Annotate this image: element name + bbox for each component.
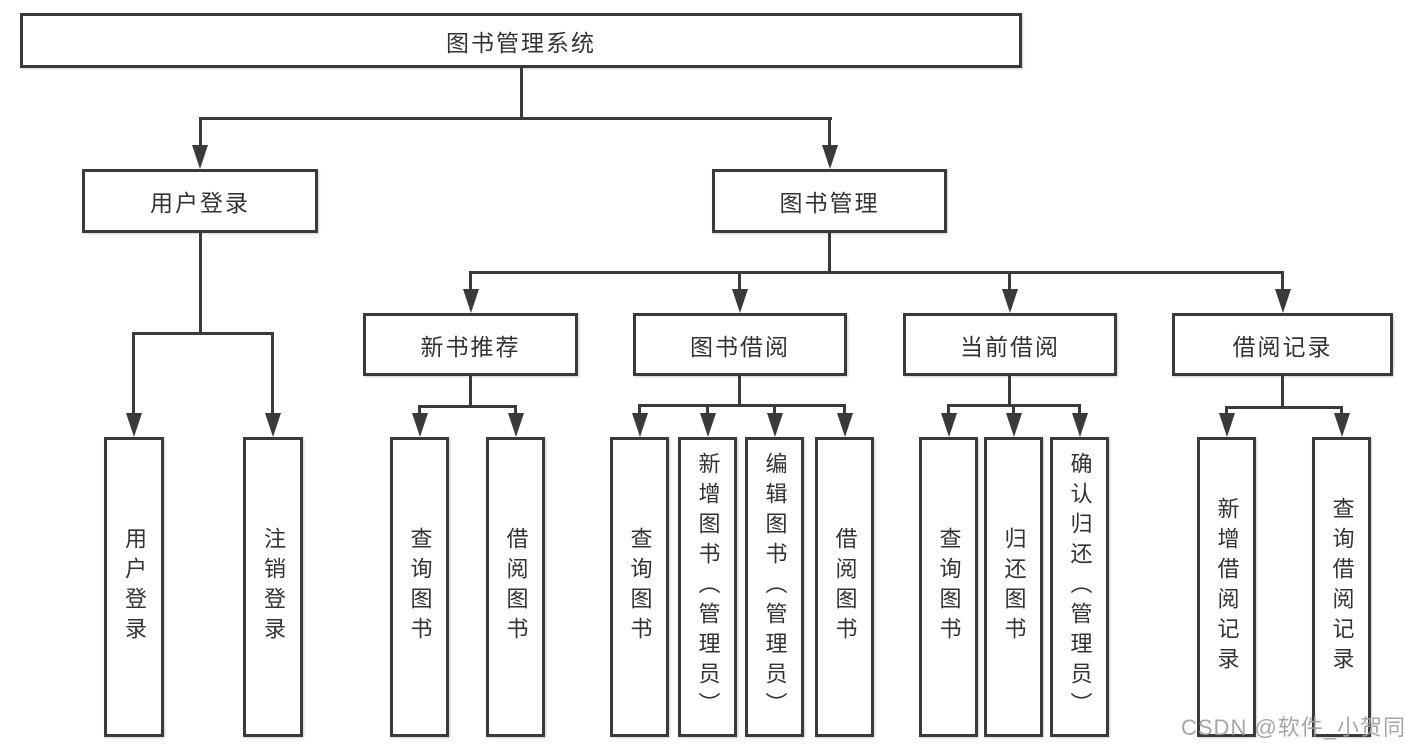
arrow-down-icon: [1071, 413, 1088, 437]
connector-line: [1225, 406, 1228, 416]
connector-line: [1340, 406, 1343, 416]
leaf-user-login-label: 用户登录: [122, 527, 147, 647]
arrow-down-icon: [1274, 289, 1291, 313]
node-current-borrowing-label: 当前借阅: [960, 333, 1060, 360]
leaf-confirm-return-admin: 确认归还（管理员）: [1050, 437, 1109, 737]
arrow-down-icon: [821, 145, 838, 169]
leaf-query-books-recommend: 查询图书: [390, 437, 449, 737]
arrow-down-icon: [836, 413, 853, 437]
node-library-system: 图书管理系统: [20, 13, 1022, 68]
connector-line: [132, 332, 274, 335]
leaf-confirm-return-admin-label: 确认归还（管理员）: [1067, 452, 1093, 722]
node-book-borrowing: 图书借阅: [633, 313, 847, 376]
arrow-down-icon: [766, 413, 783, 437]
arrow-down-icon: [264, 413, 281, 437]
leaf-query-borrow-record: 查询借阅记录: [1312, 437, 1371, 737]
connector-line: [1012, 404, 1015, 416]
connector-line: [469, 271, 1284, 274]
node-book-management-label: 图书管理: [779, 190, 880, 216]
arrow-down-icon: [699, 413, 716, 437]
watermark: CSDN @软件_小贺同学: [1181, 715, 1405, 740]
connector-line: [638, 404, 846, 407]
connector-line: [199, 233, 202, 335]
node-new-book-recommendation: 新书推荐: [363, 313, 578, 376]
leaf-query-books-recommend-label: 查询图书: [407, 527, 433, 647]
node-new-book-recommendation-label: 新书推荐: [420, 333, 521, 360]
arrow-down-icon: [125, 413, 142, 437]
leaf-query-books-current-label: 查询图书: [936, 527, 962, 647]
node-user-login-label: 用户登录: [150, 190, 250, 216]
connector-line: [514, 405, 517, 417]
node-library-system-label: 图书管理系统: [446, 29, 596, 56]
leaf-borrow-books-borrowing-label: 借阅图书: [832, 527, 858, 647]
connector-line: [828, 117, 831, 147]
leaf-add-borrow-record: 新增借阅记录: [1197, 437, 1256, 737]
leaf-add-book-admin-label: 新增图书（管理员）: [695, 452, 721, 722]
leaf-borrow-books-borrowing: 借阅图书: [815, 437, 874, 737]
connector-line: [1008, 375, 1011, 406]
arrow-down-icon: [1005, 413, 1022, 437]
leaf-borrow-books-recommend: 借阅图书: [486, 437, 545, 737]
leaf-borrow-books-recommend-label: 借阅图书: [503, 527, 529, 647]
node-book-borrowing-label: 图书借阅: [690, 333, 790, 360]
connector-line: [520, 68, 523, 118]
arrow-down-icon: [462, 289, 479, 313]
arrow-down-icon: [192, 145, 208, 169]
arrow-down-icon: [732, 289, 748, 313]
connector-line: [1225, 406, 1343, 409]
node-borrowing-records-label: 借阅记录: [1232, 333, 1333, 360]
connector-line: [828, 233, 831, 274]
leaf-return-books: 归还图书: [984, 437, 1043, 737]
connector-line: [418, 405, 421, 417]
leaf-edit-book-admin-label: 编辑图书（管理员）: [762, 452, 788, 722]
arrow-down-icon: [507, 413, 524, 437]
arrow-down-icon: [940, 413, 957, 437]
arrow-down-icon: [411, 413, 428, 437]
connector-line: [132, 332, 135, 415]
connector-line: [271, 332, 274, 415]
leaf-logout: 注销登录: [243, 437, 303, 737]
connector-line: [638, 404, 641, 416]
connector-line: [199, 117, 832, 120]
arrow-down-icon: [1333, 413, 1350, 437]
arrow-down-icon: [1002, 289, 1018, 313]
leaf-query-borrow-record-label: 查询借阅记录: [1329, 497, 1355, 677]
leaf-edit-book-admin: 编辑图书（管理员）: [745, 437, 804, 737]
arrow-down-icon: [1218, 413, 1235, 437]
connector-line: [706, 404, 709, 416]
leaf-user-login: 用户登录: [104, 437, 164, 737]
connector-line: [738, 376, 741, 406]
leaf-query-books-borrowing-label: 查询图书: [627, 527, 653, 647]
arrow-down-icon: [631, 413, 648, 437]
connector-line: [1281, 271, 1284, 291]
leaf-query-books-borrowing: 查询图书: [610, 437, 669, 737]
leaf-add-book-admin: 新增图书（管理员）: [678, 437, 737, 737]
connector-line: [469, 271, 472, 291]
connector-line: [1281, 376, 1284, 408]
node-current-borrowing: 当前借阅: [903, 313, 1117, 376]
connector-line: [1008, 271, 1011, 291]
node-book-management: 图书管理: [712, 169, 947, 233]
connector-line: [199, 117, 202, 147]
leaf-query-books-current: 查询图书: [919, 437, 978, 737]
connector-line: [947, 404, 950, 416]
leaf-add-borrow-record-label: 新增借阅记录: [1214, 497, 1240, 677]
leaf-return-books-label: 归还图书: [1001, 527, 1027, 647]
connector-line: [469, 376, 472, 407]
connector-line: [773, 404, 776, 416]
node-borrowing-records: 借阅记录: [1172, 313, 1393, 376]
connector-line: [843, 404, 846, 416]
connector-line: [738, 271, 741, 291]
connector-line: [418, 405, 517, 408]
connector-line: [1078, 404, 1081, 416]
node-user-login: 用户登录: [82, 169, 318, 233]
leaf-logout-label: 注销登录: [261, 527, 286, 647]
